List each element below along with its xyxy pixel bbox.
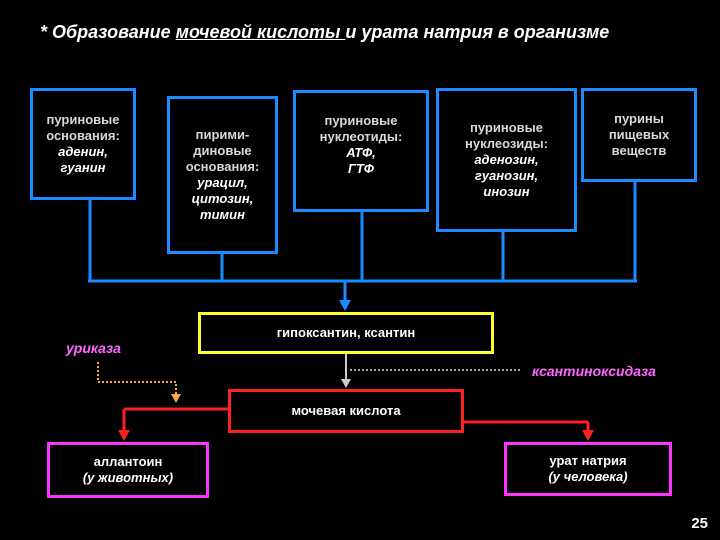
dotted-uricase xyxy=(97,362,177,394)
product-note: (у человека) xyxy=(548,469,628,484)
arrowhead-to-uric xyxy=(341,379,351,388)
title-suffix: и урата натрия в организме xyxy=(345,22,610,42)
arrowhead-uricase xyxy=(171,394,181,403)
source-head: пуриновые нуклеозиды: xyxy=(465,120,548,151)
source-head: пуриновые основания: xyxy=(46,112,120,143)
product-name: урат натрия xyxy=(549,453,627,468)
product-box-sodium-urate: урат натрия (у человека) xyxy=(504,442,672,496)
source-box-dietary-purines: пурины пищевых веществ xyxy=(581,88,697,182)
product-name: аллантоин xyxy=(93,454,163,469)
product-box-allantoin: аллантоин (у животных) xyxy=(47,442,209,498)
source-box-purine-bases: пуриновые основания:аденин, гуанин xyxy=(30,88,136,200)
source-box-nucleotides: пуриновые нуклеотиды:АТФ, ГТФ xyxy=(293,90,429,212)
uric-acid-label: мочевая кислота xyxy=(291,403,401,418)
source-items: урацил, цитозин, тимин xyxy=(191,175,254,222)
uric-acid-box: мочевая кислота xyxy=(228,389,464,433)
intermediate-label: гипоксантин, ксантин xyxy=(276,325,416,340)
arrowhead-urate xyxy=(582,430,594,441)
source-items: аденозин, гуанозин, инозин xyxy=(474,152,539,199)
title-underlined: мочевой кислоты xyxy=(175,22,346,42)
intermediate-box: гипоксантин, ксантин xyxy=(198,312,494,354)
source-head: пурины пищевых веществ xyxy=(608,111,670,158)
source-box-pyrimidine-bases: пирими- диновые основания:урацил, цитози… xyxy=(167,96,278,254)
arrowhead-to-intermediate xyxy=(339,300,351,311)
enzyme-uricase: уриказа xyxy=(66,340,121,356)
source-items: АТФ, ГТФ xyxy=(346,145,376,176)
product-note: (у животных) xyxy=(82,470,174,485)
title-prefix: * Образование xyxy=(40,22,176,42)
source-head: пуриновые нуклеотиды: xyxy=(319,113,403,144)
source-items: аденин, гуанин xyxy=(58,144,108,175)
enzyme-xanthine-oxidase: ксантиноксидаза xyxy=(532,363,656,379)
source-head: пирими- диновые основания: xyxy=(185,127,260,174)
arrowhead-allantoin xyxy=(118,430,130,441)
page-number: 25 xyxy=(691,515,708,532)
source-box-nucleosides: пуриновые нуклеозиды:аденозин, гуанозин,… xyxy=(436,88,577,232)
slide-title: * Образование мочевой кислоты и урата на… xyxy=(40,22,609,43)
